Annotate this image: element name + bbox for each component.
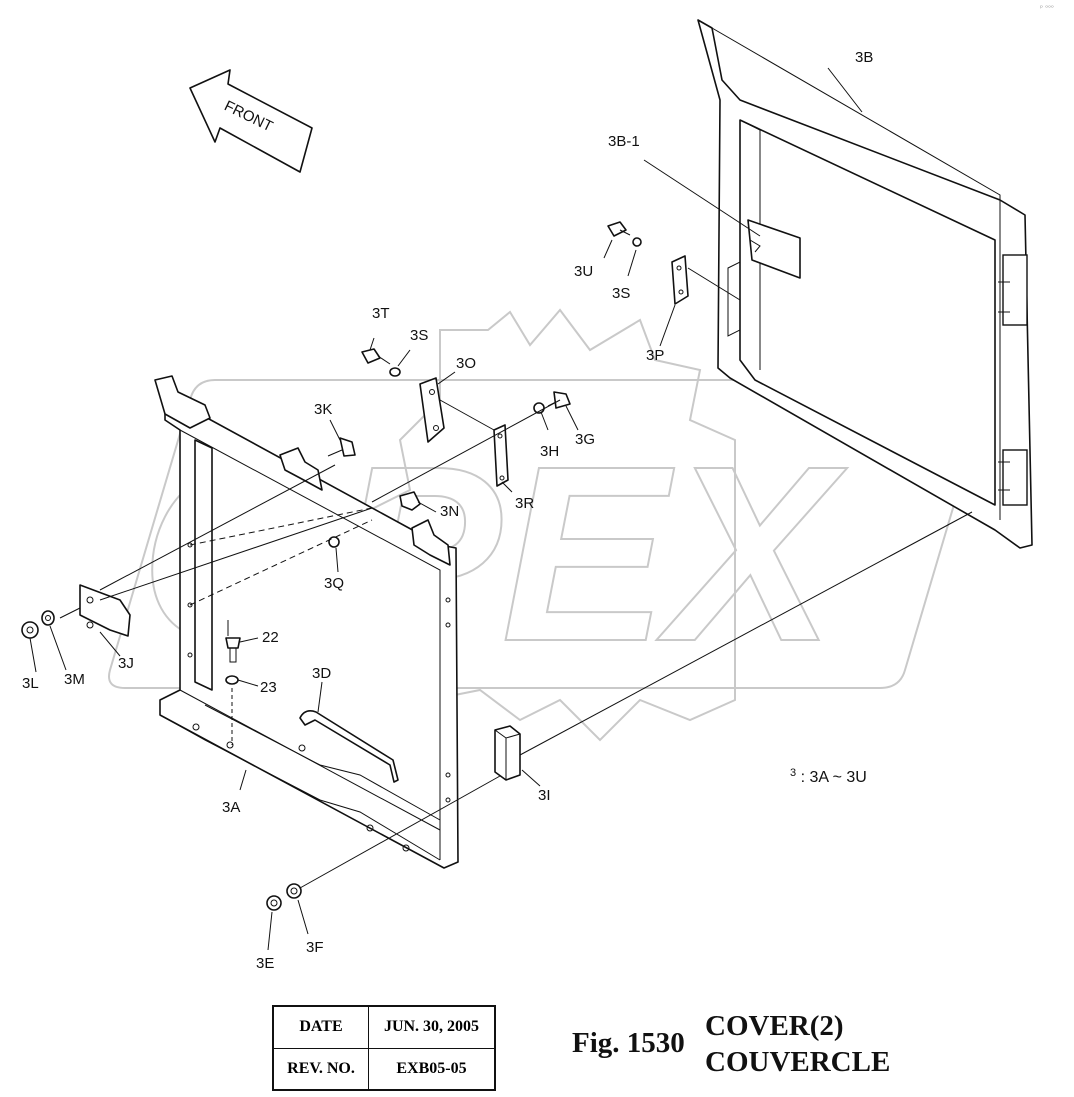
callout-3S-upper: 3S (612, 285, 630, 302)
callout-3G: 3G (575, 431, 595, 448)
callout-3P: 3P (646, 347, 664, 364)
rev-label: REV. NO. (272, 1047, 369, 1091)
callout-3D: 3D (312, 665, 331, 682)
foam-pad-3B-1 (747, 219, 801, 279)
date-value: JUN. 30, 2005 (368, 1005, 496, 1049)
plate-3R (493, 424, 509, 487)
washer-3F (286, 883, 302, 899)
nut-3L (21, 621, 39, 639)
washer-3M (41, 610, 55, 626)
figure-title-en: COVER(2) (705, 1010, 844, 1042)
callout-3H: 3H (540, 443, 559, 460)
callout-3F: 3F (306, 939, 324, 956)
callout-23: 23 (260, 679, 277, 696)
assembly-note-text: : 3A ~ 3U (800, 769, 867, 786)
callout-3U: 3U (574, 263, 593, 280)
callout-3E: 3E (256, 955, 274, 972)
callout-labels: 3B 3B-1 3U 3S 3P 3T 3S 3O 3K 3H 3G 3R 3N… (22, 49, 873, 972)
callout-3M: 3M (64, 671, 85, 688)
bolt-3K (327, 437, 356, 457)
assembly-note: 3 : 3A ~ 3U (790, 767, 867, 787)
callout-3Q: 3Q (324, 575, 344, 592)
figure-number: Fig. 1530 (572, 1027, 685, 1059)
leader-lines (29, 67, 973, 951)
callout-3R: 3R (515, 495, 534, 512)
callout-3B-1: 3B-1 (608, 133, 640, 150)
assembly-note-prefix: 3 (790, 767, 797, 779)
washer-23 (225, 675, 239, 685)
nut-3N (399, 491, 421, 511)
figure-title-fr: COUVERCLE (705, 1046, 891, 1078)
callout-3B: 3B (855, 49, 873, 66)
bolt-3T (361, 348, 391, 365)
revision-table: DATE JUN. 30, 2005 REV. NO. EXB05-05 (272, 1005, 496, 1091)
rod-3D (299, 710, 399, 783)
bolt-22 (225, 637, 241, 663)
callout-3I: 3I (538, 787, 551, 804)
callout-3L: 3L (22, 675, 39, 692)
callout-3A: 3A (222, 799, 240, 816)
frame-3A (154, 375, 459, 869)
callout-3N: 3N (440, 503, 459, 520)
cover-panel-3B (697, 19, 1033, 549)
callout-3J: 3J (118, 655, 134, 672)
corner-mark: ᵖ ᵒᵒᵒ (1040, 4, 1054, 12)
washer-3S-lower (389, 367, 401, 377)
plate-3P (671, 255, 689, 305)
washer-3S-upper (632, 237, 642, 247)
revision-number-row: REV. NO. EXB05-05 (272, 1047, 496, 1091)
callout-3T: 3T (372, 305, 390, 322)
spacer-3I (494, 725, 521, 781)
front-arrow: FRONT (189, 69, 313, 173)
date-label: DATE (272, 1005, 369, 1049)
washer-3Q (328, 536, 340, 548)
callout-3S-lower: 3S (410, 327, 428, 344)
rev-value: EXB05-05 (368, 1047, 496, 1091)
figure-title: COVER(2) COUVERCLE (705, 1008, 890, 1080)
callout-3K: 3K (314, 401, 332, 418)
nut-3E (266, 895, 282, 911)
callout-22: 22 (262, 629, 279, 646)
bolt-3U (607, 221, 631, 237)
revision-date-row: DATE JUN. 30, 2005 (272, 1005, 496, 1049)
plate-3O (419, 377, 445, 443)
callout-3O: 3O (456, 355, 476, 372)
bracket-3J (79, 584, 131, 637)
